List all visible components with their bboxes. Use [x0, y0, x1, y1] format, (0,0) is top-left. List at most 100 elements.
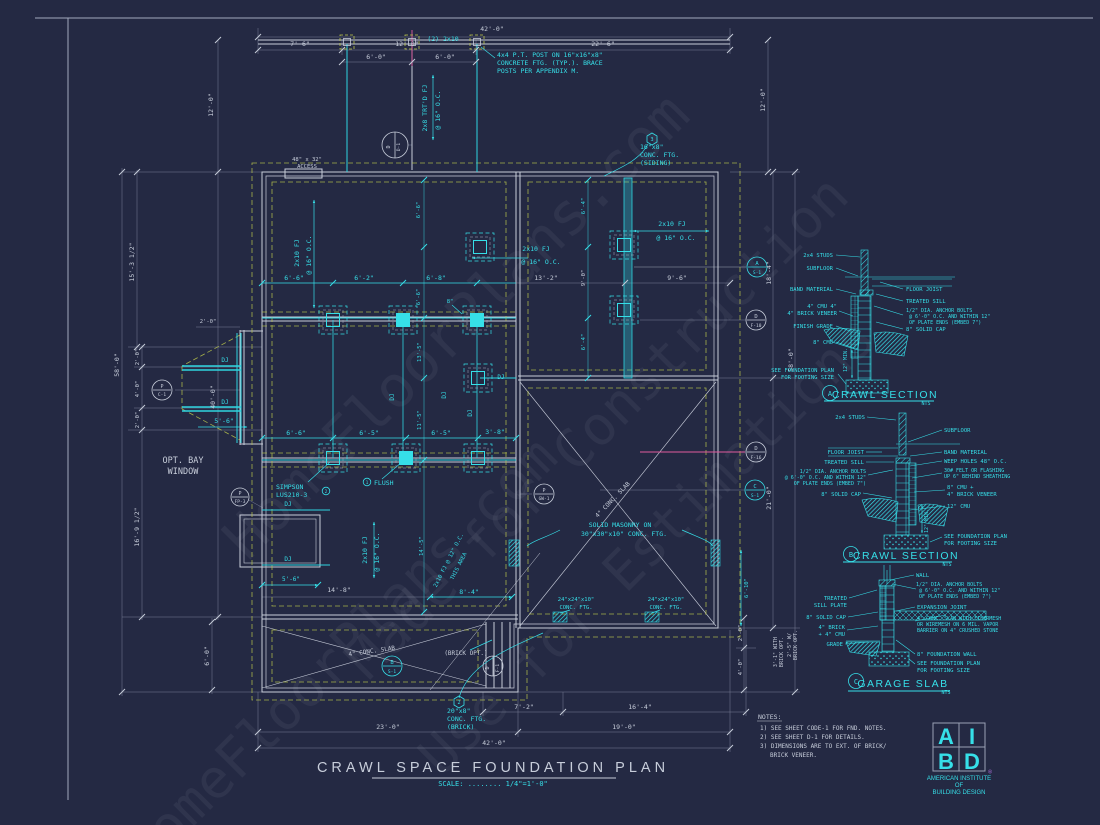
annotation-plan: 6'-6": [416, 289, 422, 306]
dimension-tick: [214, 613, 222, 621]
pier-symbol: [322, 309, 344, 331]
annotation-section_c: OF PLATE ENDS (EMBED 7"): [919, 594, 991, 600]
annotation-plan: FLUSH: [374, 479, 394, 487]
pier-symbol: [326, 451, 340, 465]
dimension-tick: [769, 168, 777, 176]
dimension-tick: [214, 36, 222, 44]
annotation-right: BRICK OPT.: [793, 630, 799, 660]
annotation-section_c: 8" FOUNDATION WALL: [917, 652, 977, 658]
annotation-section_c: WALL: [916, 573, 930, 579]
annotation-left: 4'-0": [135, 381, 141, 398]
annotation-left: 5'-6": [214, 417, 234, 425]
annotation-top: 12'-0": [207, 93, 215, 116]
annotation-plan: 8": [447, 299, 454, 305]
annotation-plan: S-1: [388, 669, 396, 675]
annotation-plan: 6'-8": [426, 274, 446, 282]
dimension-tick: [420, 456, 428, 464]
dimension-tick: [472, 58, 480, 66]
pier-symbol: [617, 238, 631, 252]
annotation-section_b: 30# FELT OR FLASHING: [944, 468, 1004, 474]
annotation-top: CONC. FTG.: [640, 151, 679, 159]
annotation-bottom: 42'-0": [482, 739, 505, 747]
dimension-tick: [329, 434, 337, 442]
pier-symbol: [396, 313, 410, 327]
annotation-section_c: SEE FOUNDATION PLAN: [917, 661, 980, 667]
annotation-section_c: EXPANSION JOINT: [917, 605, 967, 611]
annotation-section_a: 4" BRICK VENEER: [787, 311, 837, 317]
annotation-section_c: SILL PLATE: [814, 603, 847, 609]
annotation-plan: 6'-4": [581, 198, 587, 215]
annotation-plan: 9'-6": [667, 274, 687, 282]
dimension-tick: [740, 614, 748, 622]
annotation-section_c: 8" SOLID CAP: [806, 615, 846, 621]
dimension-tick: [254, 33, 262, 41]
annotation-bottom: 19'-0": [612, 723, 635, 731]
annotation-section_a: 8" SOLID CAP: [906, 327, 946, 333]
annotation-top: D: [386, 145, 392, 148]
annotation-bottom: 23'-0": [376, 723, 399, 731]
dimension-lines: [121, 28, 800, 752]
annotation-right: 58'-0": [787, 348, 795, 371]
annotation-plan: 24"x24"x10": [648, 597, 684, 603]
annotation-section_b: OF PLATE ENDS (EMBED 7"): [794, 481, 866, 487]
dimension-tick: [726, 744, 734, 752]
annotation-left: 16'-9 1/2": [133, 507, 141, 546]
dimension-tick: [420, 176, 428, 184]
annotation-right: 18'-4": [765, 261, 773, 284]
underlines: [372, 720, 782, 779]
dimension-tick: [338, 58, 346, 66]
dimension-tick: [584, 374, 592, 382]
annotation-plan: 13'-2": [534, 274, 557, 282]
dimension-tick: [740, 686, 748, 694]
pier-symbol: [609, 230, 639, 260]
annotation-left: 6'-0": [203, 646, 211, 666]
annotation-plan: CONC. FTG.: [649, 605, 682, 611]
dimension-tick: [138, 363, 146, 371]
scale-label: SCALE: ........ 1/4"=1'-0": [438, 780, 548, 788]
annotation-plan: D: [485, 666, 491, 669]
annotation-plan: CONC. FTG.: [447, 715, 486, 723]
annotation-plan: B: [390, 660, 394, 666]
annotation-plan: 13'-5": [417, 342, 423, 362]
cyan-dimensions: [198, 46, 743, 699]
annotation-plan: 6'-5": [359, 429, 379, 437]
annotation-plan: 4" CONC. SLAB: [594, 480, 632, 519]
annotation-plan: GW-1: [539, 496, 550, 502]
dimension-tick: [420, 243, 428, 251]
dimension-tick: [254, 46, 262, 54]
dimension-tick: [118, 168, 126, 176]
annotation-plan: DJ: [221, 399, 228, 406]
annotation-section_b: 1/2" DIA. ANCHOR BOLTS: [800, 469, 866, 475]
dimension-tick: [258, 581, 266, 589]
notes-heading: NOTES:: [758, 713, 781, 721]
annotation-top: 6'-0": [366, 53, 386, 61]
dimension-tick: [338, 46, 346, 54]
dimension-tick: [472, 46, 480, 54]
annotation-section_b: NTS: [942, 562, 951, 568]
pier-symbol: [466, 309, 488, 331]
annotation-section_a: A: [828, 390, 833, 398]
annotation-plan: SOLID MASONRY ON: [589, 521, 652, 529]
annotation-plan: 6'-5": [431, 429, 451, 437]
annotation-right: 2'-5" W/: [787, 633, 793, 657]
dimension-tick: [473, 279, 481, 287]
annotation-left: P: [160, 384, 163, 390]
annotation-top: CONCRETE FTG. (TYP.). BRACE: [497, 59, 603, 67]
annotation-plan: DJ: [221, 357, 228, 364]
annotation-section_c: GRADE: [826, 642, 843, 648]
annotation-section_c: C: [854, 678, 858, 686]
pier-symbol: [469, 236, 491, 258]
annotation-plan: 2: [457, 700, 460, 706]
annotation-top: @ 16" O.C.: [434, 90, 442, 129]
dimension-tick: [258, 279, 266, 287]
annotation-plan: 1: [366, 480, 369, 486]
annotation-right: 6'-10": [744, 578, 750, 598]
annotation-notes: BRICK VENEER.: [770, 752, 817, 759]
pier-symbol: [471, 371, 485, 385]
annotation-plan: DJ: [284, 556, 291, 563]
annotation-top: 42'-0": [480, 25, 503, 33]
annotation-plan: 6'-6": [284, 274, 304, 282]
annotation-logo: AMERICAN INSTITUTE: [927, 776, 991, 782]
annotation-plan: DJ: [441, 391, 448, 398]
dimension-tick: [426, 593, 434, 601]
